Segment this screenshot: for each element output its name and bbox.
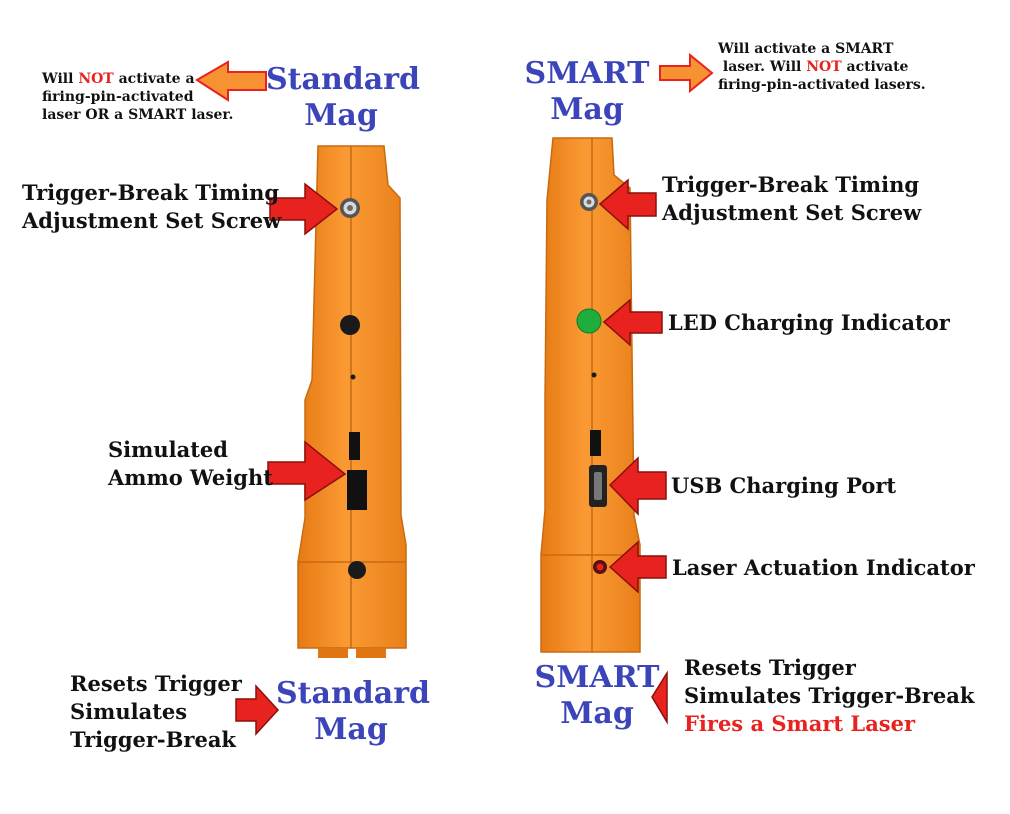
- standard-mag-slot-upper: [349, 432, 360, 460]
- smart-mag-pinhole: [591, 372, 597, 378]
- standard-resets-label: Resets Trigger Simulates Trigger-Break: [70, 671, 242, 752]
- standard-mag-hole: [340, 315, 360, 335]
- standard-mag-body: [297, 145, 407, 658]
- led-green-icon: [576, 308, 602, 334]
- laser-actuation-label: Laser Actuation Indicator: [672, 555, 975, 580]
- arrow-left-red-icon: [608, 540, 667, 594]
- laser-indicator-icon: [593, 560, 607, 574]
- standard-mag-bottom-hole: [348, 561, 366, 579]
- smart-mag-note: Will activate a SMART laser. Will NOT ac…: [718, 41, 926, 93]
- arrow-right-red-icon: [267, 440, 347, 502]
- standard-mag-set-screw: [340, 198, 360, 218]
- arrow-right-orange-icon: [659, 52, 714, 94]
- fires-smart-laser-label: Fires a Smart Laser: [684, 711, 916, 736]
- arrow-left-red-icon: [602, 298, 663, 347]
- arrow-right-red-icon: [269, 182, 339, 236]
- standard-mag-slot-lower: [347, 470, 367, 510]
- standard-mag-pinhole: [350, 374, 356, 380]
- arrow-right-red-icon: [235, 684, 280, 736]
- standard-mag-top-title: Standard Mag: [266, 62, 420, 133]
- smart-mag-slot: [590, 430, 601, 456]
- smart-mag-bottom-title: SMART Mag: [534, 660, 660, 731]
- not-emphasis: NOT: [78, 71, 114, 87]
- led-charging-label: LED Charging Indicator: [668, 310, 950, 335]
- smart-mag-top-title: SMART Mag: [524, 56, 650, 127]
- not-emphasis: NOT: [806, 59, 842, 75]
- smart-set-screw-label: Trigger-Break Timing Adjustment Set Scre…: [662, 172, 922, 225]
- arrow-left-red-icon: [651, 670, 668, 725]
- smart-resets-label: Resets Trigger Simulates Trigger-Break F…: [684, 655, 975, 736]
- arrow-left-red-icon: [608, 456, 667, 516]
- standard-mag-note: Will NOT activate a firing-pin-activated…: [42, 71, 234, 123]
- arrow-left-red-icon: [598, 178, 657, 231]
- standard-ammo-weight-label: Simulated Ammo Weight: [108, 437, 273, 490]
- arrow-left-orange-icon: [195, 60, 267, 102]
- smart-mag-set-screw: [580, 193, 598, 211]
- usb-port-icon: [589, 465, 607, 507]
- standard-mag-bottom-title: Standard Mag: [276, 676, 430, 747]
- usb-charging-label: USB Charging Port: [671, 473, 897, 498]
- standard-set-screw-label: Trigger-Break Timing Adjustment Set Scre…: [22, 180, 282, 233]
